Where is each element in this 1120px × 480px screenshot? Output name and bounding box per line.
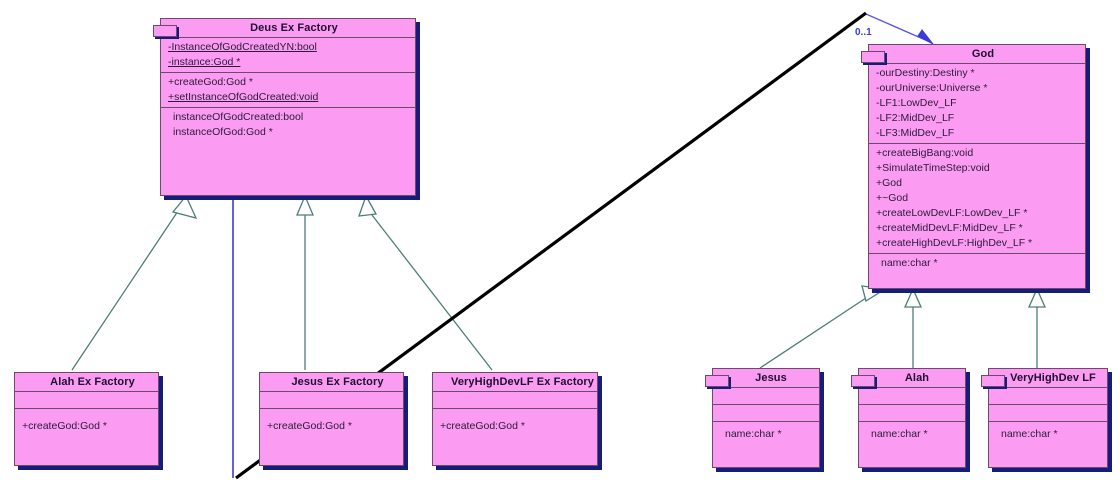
operation-row: +createGod:God * [22,420,107,432]
class-box-alah-ex-factory[interactable]: Alah Ex Factory +createGod:God * [14,372,159,466]
attribute-row: -InstanceOfGodCreatedYN:bool [168,41,317,53]
class-title-deus-ex-factory: Deus Ex Factory [161,19,415,38]
class-tab-icon [851,375,875,387]
class-extras-veryhighdev-lf: name:char * [989,422,1107,444]
class-attributes-alah [859,388,965,405]
operation-row: +createGod:God * [440,420,525,432]
class-operations-god: +createBigBang:void +SimulateTimeStep:vo… [869,144,1085,254]
operation-row: +setInstanceOfGodCreated:void [168,91,319,103]
extra-row: name:char * [881,257,938,269]
class-extras-deus-ex-factory: instanceOfGodCreated:bool instanceOfGod:… [161,108,415,142]
class-tab-icon [861,51,885,63]
class-tab-icon [153,25,177,37]
attribute-row: -LF2:MidDev_LF [876,112,955,124]
class-title-veryhighdev-lf: VeryHighDev LF [989,369,1107,388]
class-tab-icon [705,375,729,387]
class-attributes-alah-ex-factory [15,392,158,409]
class-extras-alah: name:char * [859,422,965,444]
operation-row: +createHighDevLF:HighDev_LF * [876,237,1033,249]
class-operations-veryhighdev-lf [989,405,1107,422]
extra-row: name:char * [871,428,928,440]
class-operations-alah-ex-factory: +createGod:God * [15,409,158,436]
operation-row: +~God [876,192,909,204]
operation-row: +createGod:God * [267,420,352,432]
class-attributes-jesus [713,388,819,405]
class-box-god[interactable]: God -ourDestiny:Destiny * -ourUniverse:U… [861,44,1086,289]
attribute-row: -LF3:MidDev_LF [876,127,955,139]
class-attributes-deus-ex-factory: -InstanceOfGodCreatedYN:bool -instance:G… [161,38,415,73]
class-box-veryhighdevlf-ex-factory[interactable]: VeryHighDevLF Ex Factory +createGod:God … [432,372,598,466]
extra-row: name:char * [725,428,782,440]
class-extras-god: name:char * [869,254,1085,273]
class-title-alah: Alah [859,369,965,388]
attribute-row: -ourUniverse:Universe * [876,82,988,94]
operation-row: +createGod:God * [168,76,253,88]
extra-row: name:char * [1001,428,1058,440]
class-attributes-jesus-ex-factory [260,392,403,409]
class-box-veryhighdev-lf[interactable]: VeryHighDev LF name:char * [981,368,1108,468]
class-box-jesus[interactable]: Jesus name:char * [705,368,820,468]
class-title-veryhighdevlf-ex-factory: VeryHighDevLF Ex Factory [433,373,597,392]
operation-row: +God [876,177,902,189]
class-title-alah-ex-factory: Alah Ex Factory [15,373,158,392]
class-operations-alah [859,405,965,422]
class-attributes-veryhighdevlf-ex-factory [433,392,597,409]
class-operations-veryhighdevlf-ex-factory: +createGod:God * [433,409,597,436]
generalization-vhdlf-factory-to-deus [358,194,493,371]
class-attributes-god: -ourDestiny:Destiny * -ourUniverse:Unive… [869,64,1085,144]
class-box-jesus-ex-factory[interactable]: Jesus Ex Factory +createGod:God * [259,372,404,466]
class-operations-jesus-ex-factory: +createGod:God * [260,409,403,436]
class-box-alah[interactable]: Alah name:char * [851,368,966,468]
class-box-deus-ex-factory[interactable]: Deus Ex Factory -InstanceOfGodCreatedYN:… [153,18,416,196]
attribute-row: -ourDestiny:Destiny * [876,67,975,79]
class-attributes-veryhighdev-lf [989,388,1107,405]
generalization-jesus-factory-to-deus [296,194,314,370]
attribute-row: -LF1:LowDev_LF [876,97,957,109]
generalization-vhdlf-to-god [1027,287,1047,368]
operation-row: +createLowDevLF:LowDev_LF * [876,207,1028,219]
operation-row: +SimulateTimeStep:void [876,162,990,174]
extra-row: instanceOfGod:God * [173,126,273,138]
class-operations-deus-ex-factory: +createGod:God * +setInstanceOfGodCreate… [161,73,415,108]
operation-row: +createMidDevLF:MidDev_LF * [876,222,1023,234]
class-title-jesus-ex-factory: Jesus Ex Factory [260,373,403,392]
class-title-god: God [869,45,1085,64]
class-tab-icon [981,375,1005,387]
attribute-row: -instance:God * [168,56,241,68]
class-extras-jesus: name:char * [713,422,819,444]
operation-row: +createBigBang:void [876,147,974,159]
extra-row: instanceOfGodCreated:bool [173,111,304,123]
class-operations-jesus [713,405,819,422]
generalization-jesus-to-god [759,285,887,369]
generalization-alah-to-god [903,287,923,368]
multiplicity-label-0-1: 0..1 [855,27,872,38]
generalization-alah-factory-to-deus [71,194,198,371]
